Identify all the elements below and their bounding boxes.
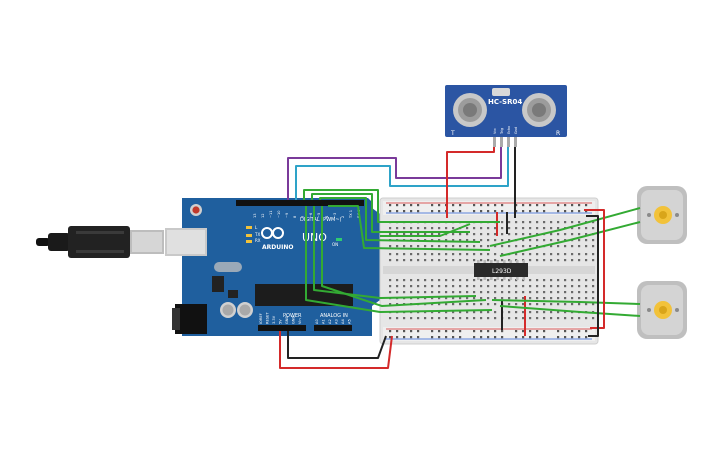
pin-label: IOREF <box>259 313 263 324</box>
l-label: L <box>255 225 258 230</box>
wire-red <box>446 147 495 218</box>
wire-green <box>489 207 641 247</box>
pin-label: ~9 <box>285 212 289 218</box>
arduino-logo-icon <box>261 227 284 239</box>
sensor-left-mark: T <box>450 130 455 137</box>
pin-label: A2 <box>328 319 332 324</box>
digital-label: DIGITAL (PWM~) <box>300 217 342 223</box>
arduino-board: ARDUINO UNO DIGITAL (PWM~) POWER ANALOG … <box>165 198 380 336</box>
sensor-pin-label: Vcc <box>493 128 497 134</box>
tx-label: TX <box>254 232 260 237</box>
pin-label: 12 <box>261 213 265 218</box>
pin-label: 2 <box>341 216 345 218</box>
pin-label: 13 <box>253 213 257 218</box>
pin-label: GND <box>285 316 289 324</box>
led-on <box>336 238 342 241</box>
motor-bottom <box>637 281 687 339</box>
sensor-pin-label: Trig <box>500 128 504 135</box>
on-label: ON <box>332 242 338 247</box>
sensor-pin-label: Echo <box>507 126 511 134</box>
wire-red <box>279 331 393 369</box>
pin-label: ~3 <box>333 213 337 218</box>
wire-green <box>491 299 641 305</box>
atmega-chip <box>255 284 353 306</box>
pin-label: ~10 <box>277 210 281 218</box>
sensor-right-mark: R <box>556 130 560 137</box>
power-jack <box>175 304 207 334</box>
usb-cable <box>36 226 164 258</box>
pin-label: A1 <box>322 319 326 324</box>
pin-label: A3 <box>335 319 339 324</box>
wire-green <box>328 205 491 251</box>
sensor-pin-label: Gnd <box>514 127 518 134</box>
led-l <box>246 226 252 229</box>
pin-label: GND <box>292 316 296 324</box>
pin-label: TX 1 <box>349 210 353 219</box>
chip-label: L293D <box>492 268 512 275</box>
wires <box>279 147 641 369</box>
wire-green <box>305 206 493 313</box>
arduino-logo-text: ARDUINO <box>262 244 293 251</box>
l293d-chip: L293D <box>474 260 528 280</box>
pin-label: 4 <box>325 215 329 218</box>
wire-green <box>319 197 481 243</box>
wire-green <box>380 223 471 237</box>
pin-label: A0 <box>315 319 319 324</box>
wire-black <box>287 331 387 359</box>
analog-label: ANALOG IN <box>320 313 348 319</box>
pin-label: ~11 <box>269 210 273 218</box>
crystal <box>214 262 242 272</box>
led-tx <box>246 234 252 237</box>
wire-green <box>311 193 470 233</box>
wire-green <box>499 221 641 257</box>
led-rx <box>246 240 252 243</box>
pin-label: Vin <box>298 318 302 324</box>
pin-label: 8 <box>293 215 297 218</box>
wire-green <box>499 305 641 317</box>
pin-label: RESET <box>266 312 270 324</box>
pin-label: ~5 <box>317 213 321 218</box>
pin-label: 3.3V <box>272 315 276 324</box>
power-header <box>258 325 306 331</box>
wire-green <box>303 189 500 223</box>
motor-top <box>637 186 687 244</box>
wire-purple <box>287 147 502 200</box>
pin-label: A5 <box>348 319 352 324</box>
pin-label: A4 <box>341 319 345 324</box>
wire-green <box>321 206 487 307</box>
sensor-model: HC-SR04 <box>488 98 522 106</box>
sensor-crystal <box>492 88 510 96</box>
power-label: POWER <box>283 313 302 319</box>
pin-label: 5V <box>279 319 283 324</box>
digital-header <box>236 200 364 206</box>
wire-blue <box>295 147 509 200</box>
analog-header <box>314 325 352 331</box>
pin-label: ~6 <box>309 212 313 218</box>
pin-label: 7 <box>301 216 305 218</box>
rx-label: RX <box>255 238 261 243</box>
